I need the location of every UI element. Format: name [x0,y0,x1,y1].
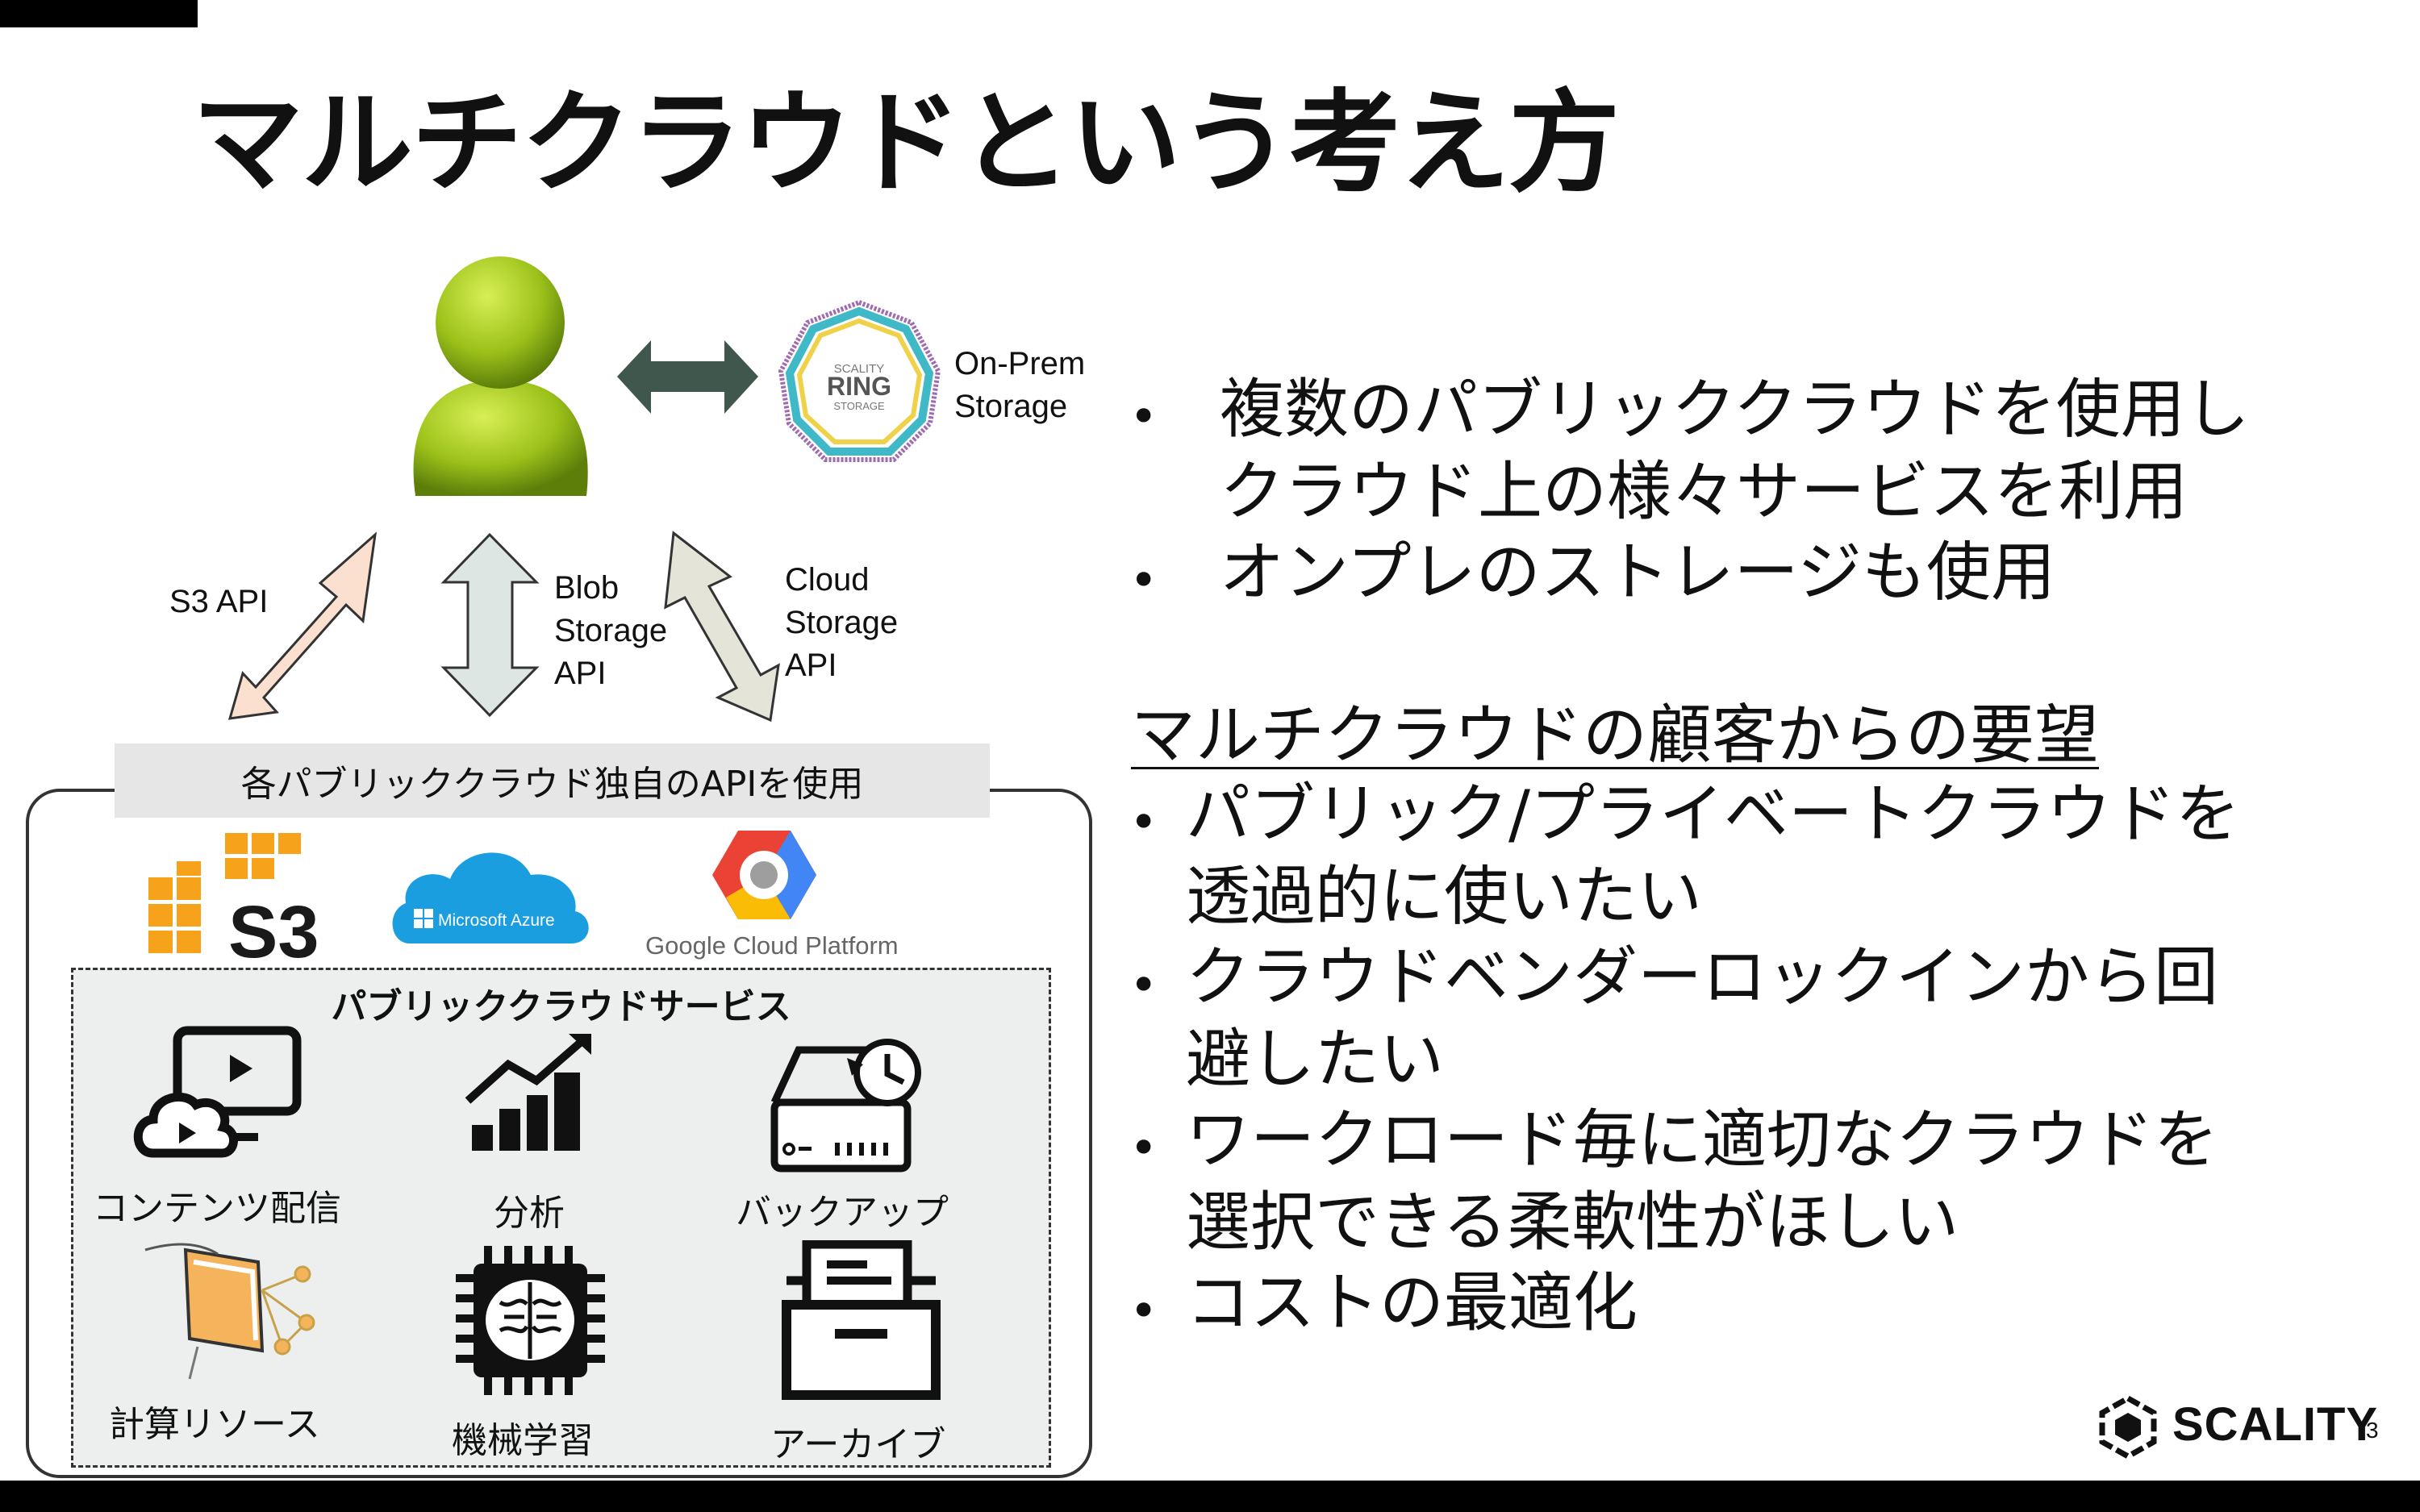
page-number: 3 [2366,1418,2379,1443]
archive-icon [782,1240,941,1400]
bullet-req-3-line2: 選択できる柔軟性がほしい [1186,1185,1959,1260]
service-label-ml: 機械学習 [452,1420,594,1461]
bullet-dot: • [1129,957,1158,1014]
svg-text:STORAGE: STORAGE [833,400,885,412]
bullet-dot: • [1129,552,1158,609]
machine-learning-icon [456,1246,605,1395]
onprem-label-line1: On-Prem [954,346,1086,381]
content-delivery-icon [133,1026,302,1158]
cloud-api-line3: API [785,648,837,683]
aws-s3-logo: S3 [147,831,319,969]
bullet-req-2-line1: クラウドベンダーロックインから回 [1186,939,2218,1014]
s3-api-arrow [227,531,378,720]
service-label-compute: 計算リソース [109,1404,320,1445]
bullet-req-2-line2: 避したい [1186,1022,1444,1097]
user-icon [413,256,588,496]
compute-icon [144,1243,315,1380]
bullet-req-1-line1: パブリック/プライベートクラウドを [1186,777,2240,852]
blob-api-line3: API [554,656,607,691]
services-title: パブリッククラウドサービス [331,986,791,1027]
bullet-dot: • [1129,1120,1158,1177]
scality-logo-icon [2099,1395,2157,1460]
requests-heading: マルチクラウドの顧客からの要望 [1131,698,2099,773]
analytics-icon [465,1034,591,1151]
blob-api-line2: Storage [554,613,668,648]
svg-text:SCALITY: SCALITY [834,362,885,376]
bullet-req-1-line2: 透過的に使いたい [1186,859,1702,934]
blob-api-line1: Blob [554,570,620,606]
cloud-api-arrow [664,531,780,723]
slide-title: マルチクラウドという考え方 [192,78,1620,208]
svg-text:Microsoft Azure: Microsoft Azure [438,911,555,930]
bullet-top-2-line1: オンプレのストレージも使用 [1220,535,2055,610]
gcp-hexagon-logo [712,831,816,919]
svg-text:RING: RING [827,372,891,401]
bullet-top-1-line2: クラウド上の様々サービスを利用 [1220,454,2188,529]
ring-storage-logo: SCALITY RING STORAGE [778,299,941,462]
service-label-analytics: 分析 [494,1193,565,1234]
onprem-label-line2: Storage [954,389,1068,424]
service-label-backup: バックアップ [736,1192,949,1233]
bullet-dot: • [1129,1283,1158,1339]
bullet-dot: • [1129,389,1158,445]
azure-logo: Microsoft Azure [392,852,589,943]
scality-brand-text: SCALITY [2172,1398,2379,1451]
gcp-logo-text: Google Cloud Platform [645,931,899,960]
bottom-bar [0,1481,2420,1512]
cloud-api-line2: Storage [785,605,899,640]
s3-api-label: S3 API [169,584,269,619]
blob-api-arrow [440,532,540,718]
cloud-api-line1: Cloud [785,562,870,598]
bullet-top-1-line1: 複数のパブリッククラウドを使用し [1220,372,2250,447]
bullet-dot: • [1129,794,1158,851]
api-banner: 各パブリッククラウド独自のAPIを使用 [115,744,990,818]
top-bar [0,0,198,27]
bullet-req-4-line1: コストの最適化 [1186,1265,1638,1340]
backup-icon [770,1039,921,1173]
service-label-archive: アーカイブ [770,1424,946,1465]
svg-text:S3: S3 [228,891,319,969]
service-label-content-delivery: コンテンツ配信 [93,1188,341,1229]
sync-arrow-icon [617,340,758,414]
bullet-req-3-line1: ワークロード毎に適切なクラウドを [1186,1102,2218,1177]
